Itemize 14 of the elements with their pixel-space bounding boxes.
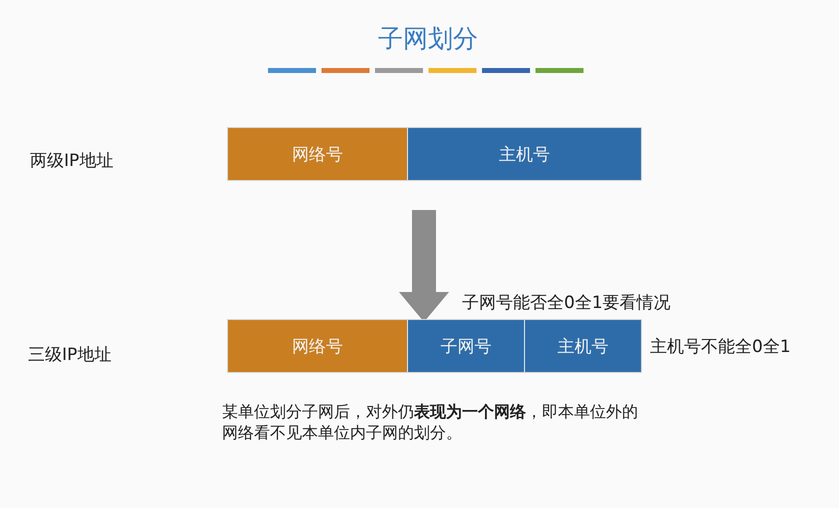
side-label: 主机号不能全0全1 bbox=[650, 336, 791, 358]
slide-title: 子网划分 bbox=[377, 23, 479, 55]
address-bar bbox=[228, 128, 641, 180]
address-field: 网络号 bbox=[228, 320, 407, 372]
address-field: 主机号 bbox=[524, 320, 641, 372]
down-arrow bbox=[399, 210, 449, 322]
note-label: 三级IP地址 bbox=[28, 344, 112, 366]
note-label: 两级IP地址 bbox=[30, 150, 114, 172]
address-field: 子网号 bbox=[407, 320, 524, 372]
address-bar bbox=[228, 320, 641, 372]
address-field: 网络号 bbox=[228, 128, 407, 180]
note-paragraph: 某单位划分子网后，对外仍表现为一个网络，即本单位外的网络看不见本单位内子网的划分。 bbox=[222, 402, 639, 444]
address-field: 主机号 bbox=[407, 128, 641, 180]
note-label: 子网号能否全0全1要看情况 bbox=[462, 292, 671, 314]
